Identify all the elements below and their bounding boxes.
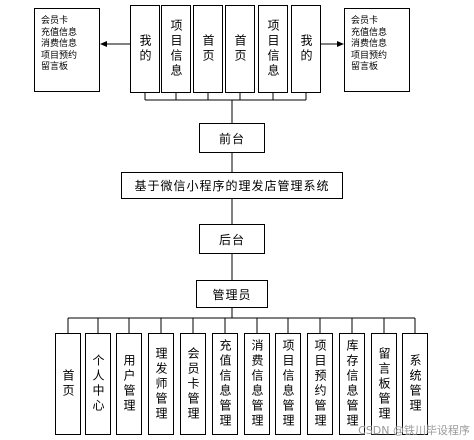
note-item: 项目预约 — [351, 50, 388, 61]
module-label: 我的 — [138, 34, 152, 64]
module-project-info-left: 项目信息 — [161, 5, 191, 93]
admin-module-project-info: 项目信息管理 — [275, 333, 301, 435]
back-end-box: 后台 — [199, 224, 265, 254]
admin-module-message-board: 留言板管理 — [371, 333, 397, 435]
admin-module-project-booking: 项目预约管理 — [307, 333, 333, 435]
module-label: 首页 — [201, 34, 215, 64]
module-label: 留言板管理 — [377, 346, 391, 422]
module-label: 用户管理 — [122, 354, 136, 414]
system-title-box: 基于微信小程序的理发店管理系统 — [121, 172, 343, 199]
module-label: 首页 — [233, 34, 247, 64]
module-mine-left: 我的 — [130, 5, 160, 93]
module-label: 库存信息管理 — [345, 339, 359, 429]
module-label: 首页 — [61, 369, 75, 399]
left-features-note: 会员卡 充值信息 消费信息 项目预约 留言板 — [34, 8, 100, 92]
module-label: 充值信息管理 — [218, 339, 232, 429]
admin-module-home: 首页 — [55, 333, 81, 435]
watermark: CSDN @铁川毕设程序 — [358, 424, 470, 437]
module-label: 个人中心 — [91, 354, 105, 414]
admin-module-user-management: 用户管理 — [116, 333, 142, 435]
module-label: 项目信息管理 — [281, 339, 295, 429]
note-item: 项目预约 — [41, 50, 78, 61]
module-label: 系统管理 — [408, 354, 422, 414]
module-project-info-right: 项目信息 — [258, 5, 288, 93]
note-item: 留言板 — [351, 62, 379, 72]
module-label: 项目信息 — [266, 19, 280, 79]
module-label: 我的 — [299, 34, 313, 64]
note-item: 会员卡 — [351, 16, 379, 26]
admin-module-inventory: 库存信息管理 — [339, 333, 365, 435]
module-label: 消费信息管理 — [250, 339, 264, 429]
admin-box: 管理员 — [196, 280, 268, 308]
front-end-box: 前台 — [199, 123, 265, 153]
module-label: 项目预约管理 — [313, 339, 327, 429]
note-item: 留言板 — [41, 62, 69, 72]
admin-module-system: 系统管理 — [402, 333, 428, 435]
admin-module-membership-card: 会员卡管理 — [180, 333, 206, 435]
module-label: 项目信息 — [169, 19, 183, 79]
admin-module-barber-management: 理发师管理 — [148, 333, 174, 435]
module-home-right: 首页 — [225, 5, 255, 93]
module-home-left: 首页 — [193, 5, 223, 93]
admin-module-personal-center: 个人中心 — [85, 333, 111, 435]
admin-module-recharge-info: 充值信息管理 — [212, 333, 238, 435]
right-features-note: 会员卡 充值信息 消费信息 项目预约 留言板 — [344, 8, 410, 92]
module-mine-right: 我的 — [291, 5, 321, 93]
note-item: 充值信息 — [351, 27, 388, 38]
note-item: 会员卡 — [41, 16, 69, 26]
admin-module-consumption-info: 消费信息管理 — [244, 333, 270, 435]
note-item: 消费信息 — [41, 39, 78, 49]
note-item: 消费信息 — [351, 39, 388, 49]
module-label: 理发师管理 — [154, 346, 168, 422]
module-label: 会员卡管理 — [186, 346, 200, 422]
note-item: 充值信息 — [41, 27, 78, 38]
